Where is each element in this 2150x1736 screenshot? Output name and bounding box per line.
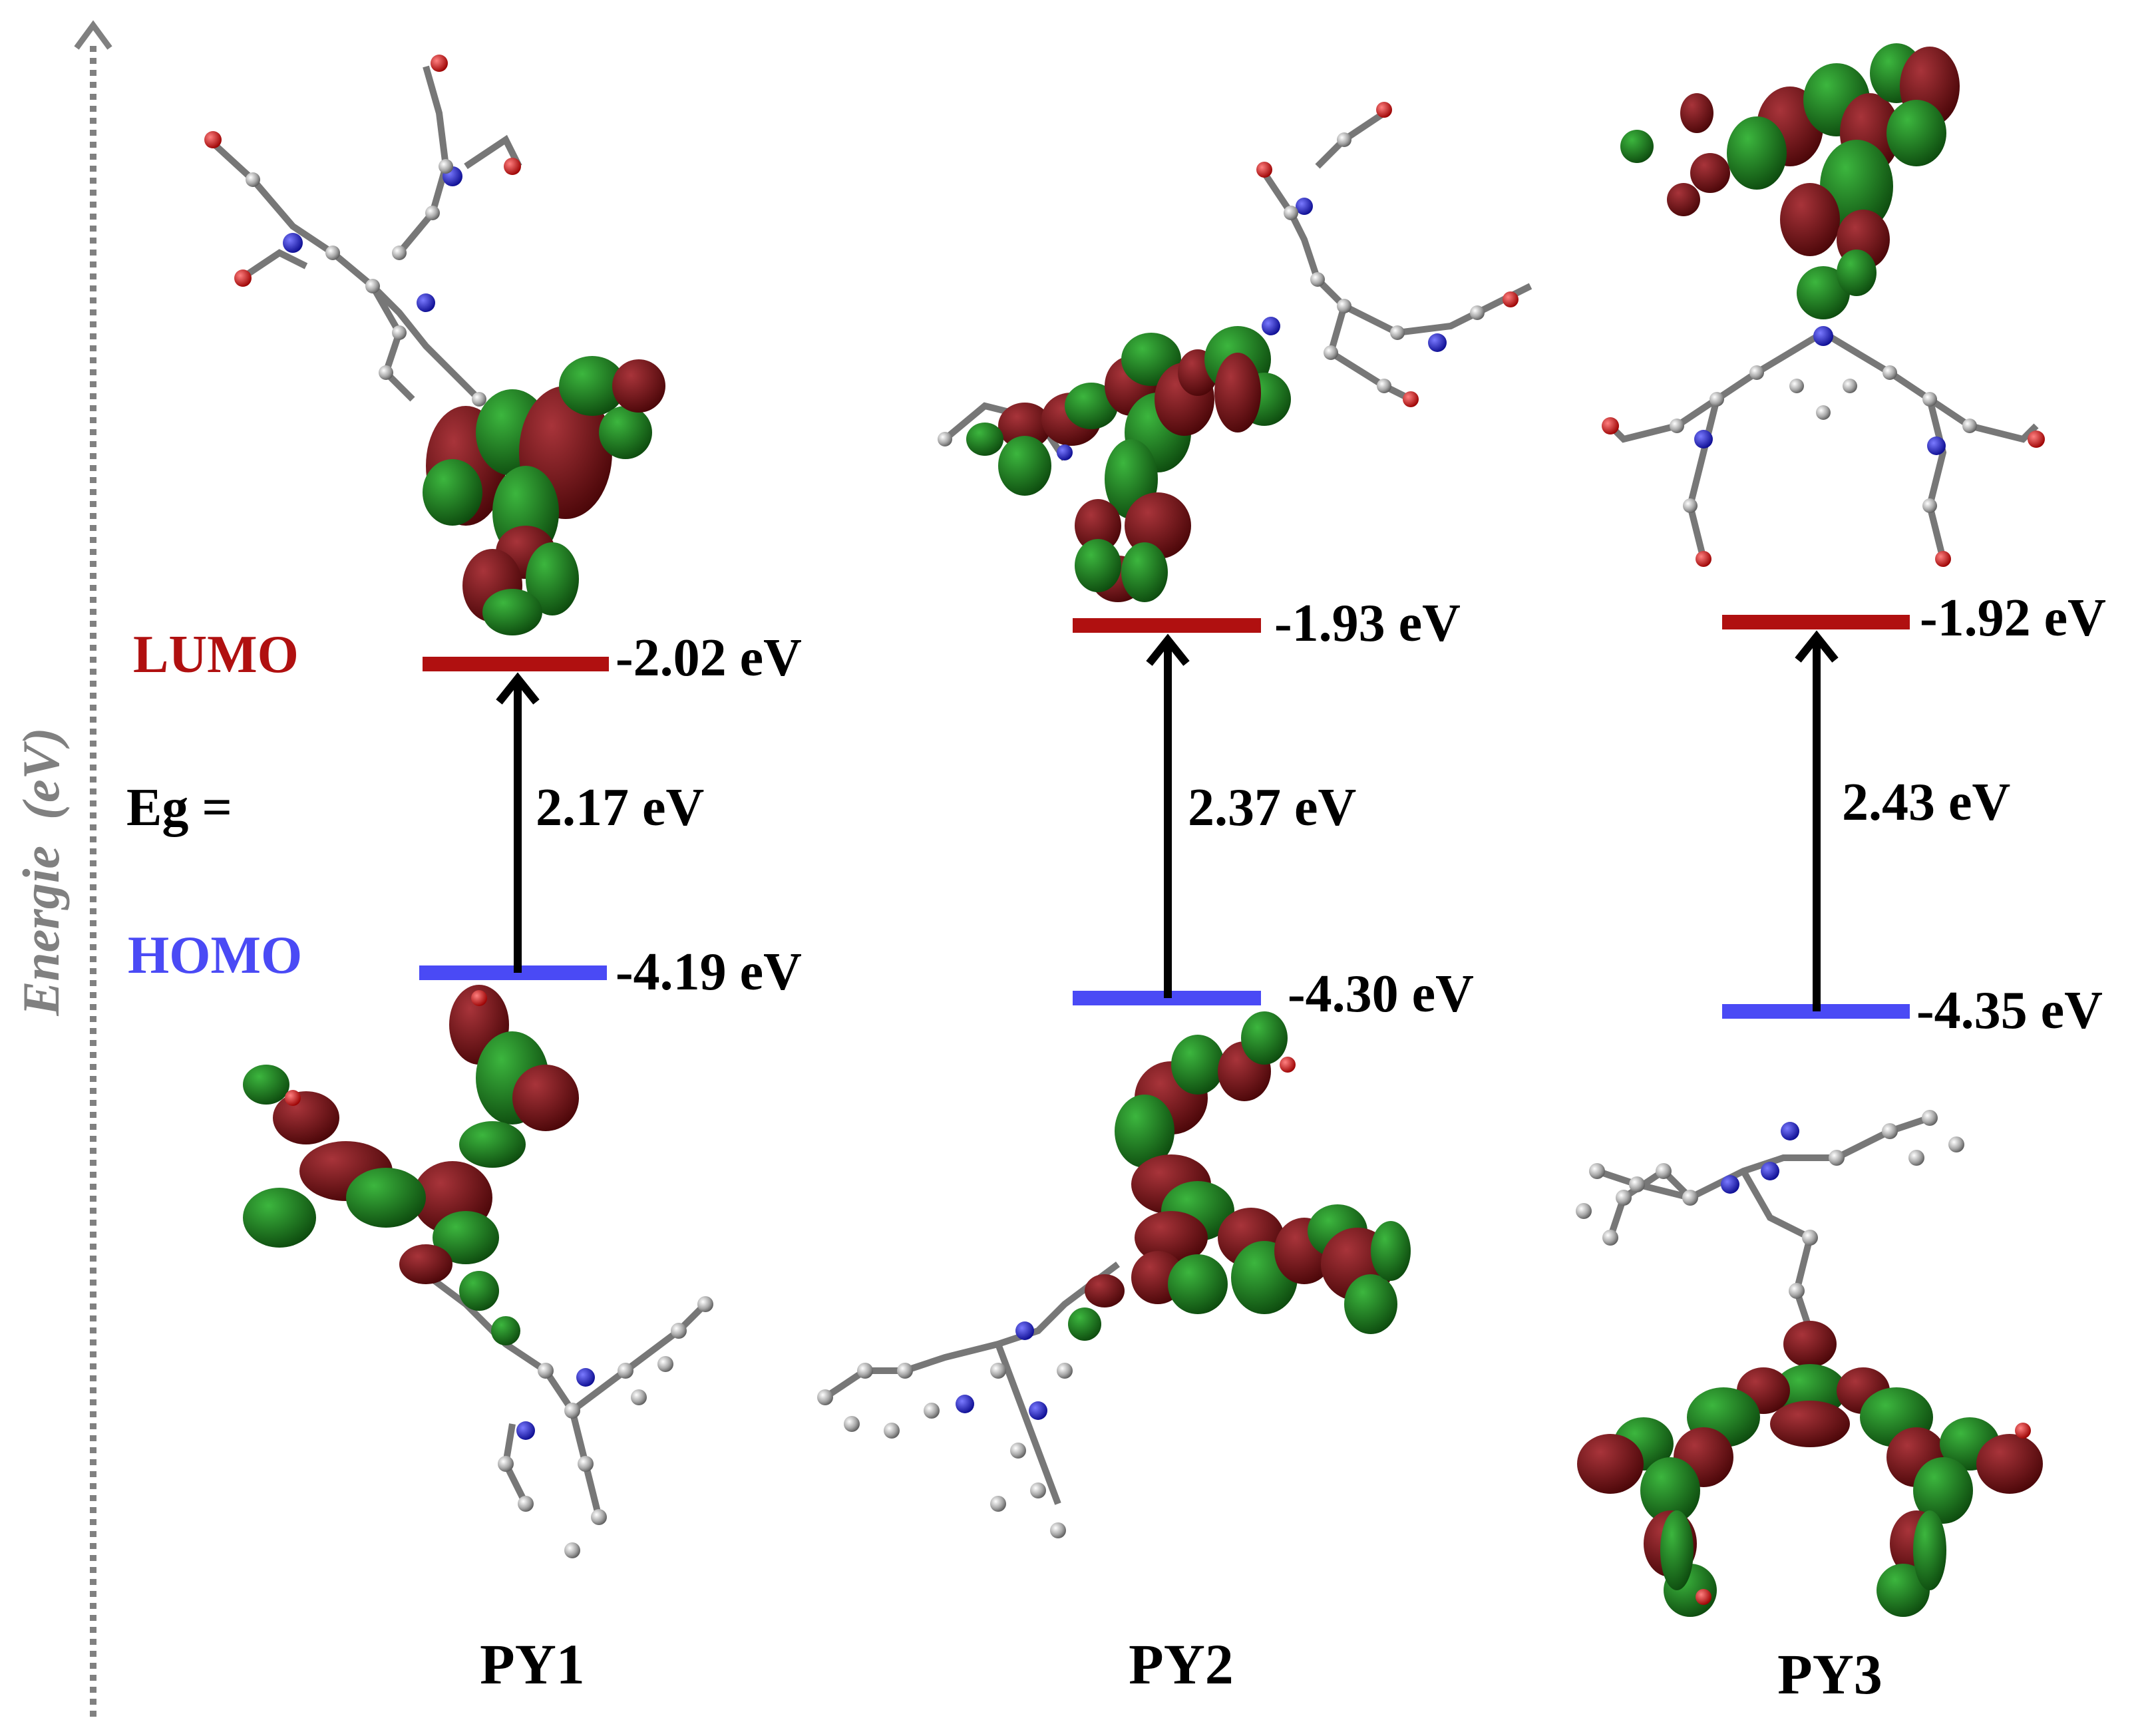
energy-axis-arrowhead	[74, 20, 112, 50]
homo-label: HOMO	[128, 926, 302, 985]
py2-name: PY2	[1129, 1632, 1234, 1696]
py3-name: PY3	[1777, 1642, 1882, 1706]
molecule-py1: -2.02 eV -4.19 eV 2.17 eV PY1	[204, 55, 802, 1696]
py3-gap-arrowhead	[1795, 630, 1839, 663]
py1-lumo-orbital-image	[204, 55, 665, 635]
py1-lumo-value: -2.02 eV	[616, 629, 802, 687]
py1-homo-value: -4.19 eV	[616, 943, 802, 1001]
py1-homo-orbital-image	[243, 985, 713, 1558]
lumo-label: LUMO	[133, 625, 299, 684]
energy-axis-label: Energie (eV)	[12, 727, 70, 1016]
py2-homo-orbital-image	[817, 1011, 1411, 1538]
py3-homo-value: -4.35 eV	[1916, 981, 2103, 1040]
py3-lumo-value: -1.92 eV	[1920, 589, 2106, 647]
eg-label: Eg =	[126, 779, 232, 837]
py2-gap-arrowhead	[1146, 633, 1190, 666]
py1-name: PY1	[480, 1632, 585, 1696]
molecule-py2: -1.93 eV -4.30 eV 2.37 eV PY2	[817, 102, 1532, 1696]
py2-gap-value: 2.37 eV	[1188, 779, 1356, 837]
py3-lumo-orbital-image	[1602, 43, 2045, 567]
py2-homo-value: -4.30 eV	[1288, 965, 1474, 1023]
molecule-py3: -1.92 eV -4.35 eV 2.43 eV PY3	[1576, 43, 2106, 1706]
py3-homo-orbital-image	[1576, 1110, 2043, 1617]
py2-lumo-orbital-image	[938, 102, 1532, 602]
py1-gap-value: 2.17 eV	[536, 779, 704, 837]
energy-axis: Energie (eV)	[12, 20, 112, 1717]
py3-gap-value: 2.43 eV	[1842, 773, 2010, 832]
py2-lumo-value: -1.93 eV	[1274, 594, 1461, 653]
py1-gap-arrowhead	[496, 672, 540, 705]
